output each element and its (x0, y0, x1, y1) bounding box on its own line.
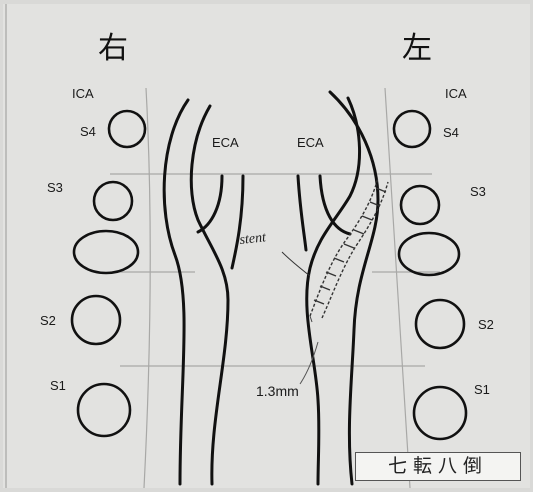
ica-label-left: ICA (445, 86, 467, 101)
stent-tip (309, 315, 313, 323)
carotid-left-outer-wall (328, 90, 380, 486)
measurement-label: 1.3mm (256, 383, 299, 399)
eca-left-wall (318, 174, 352, 236)
eca-right-wall (196, 174, 224, 234)
stamp-box: 七転八倒 (355, 452, 521, 481)
side-label-left: 左 (402, 31, 432, 66)
stent-drawing (309, 177, 389, 323)
s4-label-right: S4 (80, 124, 96, 139)
side-label-right: 右 (98, 31, 128, 66)
ica-label-right: ICA (72, 86, 94, 101)
stamp-text: 七転八倒 (387, 455, 488, 477)
carotid-left (296, 90, 380, 486)
s3-label-left: S3 (470, 184, 486, 199)
vertebra-s3-right (92, 180, 134, 222)
vertebra-ellipse-right (72, 229, 140, 275)
stent-annotation: stent (239, 230, 268, 248)
s1-label-left: S1 (474, 382, 490, 397)
vertebra-ellipse-left (397, 231, 461, 277)
vertebra-s4-left (392, 109, 432, 149)
vertebra-s3-left (399, 184, 441, 226)
paper-background (3, 4, 530, 488)
s4-label-left: S4 (443, 125, 459, 140)
guide-line-right-outer (143, 87, 151, 489)
stent-struts (313, 187, 387, 305)
eca-right-outer-wall (230, 174, 245, 270)
carotid-right-inner-wall (189, 104, 230, 486)
s1-label-right: S1 (50, 378, 66, 393)
vertebra-s2-right (70, 294, 122, 346)
stent-wall-b (321, 181, 389, 319)
eca-left-outer-wall (296, 174, 308, 252)
s2-label-left: S2 (478, 317, 494, 332)
measurement-pointer (299, 341, 319, 385)
carotid-left-inner-wall (305, 96, 362, 486)
carotid-right-outer-wall (162, 98, 190, 486)
eca-label-right: ECA (212, 135, 239, 150)
s2-label-right: S2 (40, 313, 56, 328)
vertebra-s4-right (107, 109, 147, 149)
vertebra-s2-left (414, 298, 466, 350)
s3-label-right: S3 (47, 180, 63, 195)
vertebra-s1-left (412, 385, 468, 441)
carotid-right (162, 98, 245, 486)
stent-annotation-pointer (281, 251, 311, 277)
vertebra-s1-right (76, 382, 132, 438)
eca-label-left: ECA (297, 135, 324, 150)
guide-line-left-outer (384, 87, 411, 489)
